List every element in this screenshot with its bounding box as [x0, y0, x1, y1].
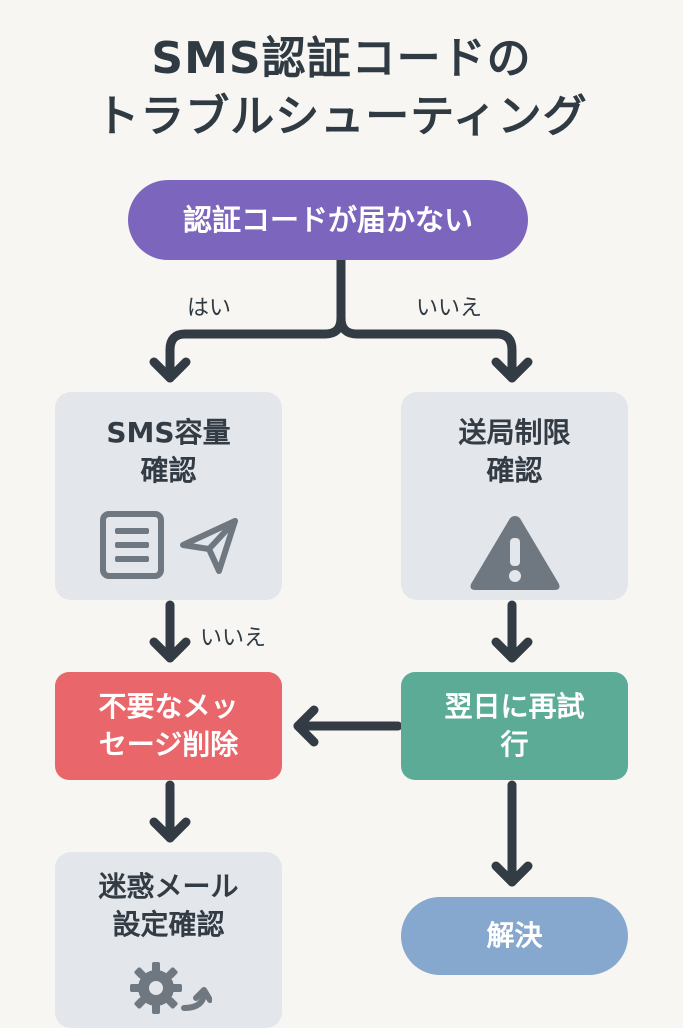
diagram-title: SMS認証コードの トラブルシューティング — [0, 30, 683, 146]
spam-settings-check-node: 迷惑メール 設定確認 — [55, 852, 282, 1028]
connector-start-right — [336, 313, 517, 383]
send-limit-label-2: 確認 — [486, 454, 543, 487]
sms-capacity-label-1: SMS容量 — [106, 416, 231, 449]
resolved-node: 解決 — [401, 897, 628, 975]
sms-capacity-check-node: SMS容量 確認 — [55, 392, 282, 600]
spam-settings-label-2: 設定確認 — [112, 908, 225, 941]
retry-next-day-label-1: 翌日に再試 — [444, 690, 585, 723]
sms-capacity-label-2: 確認 — [140, 454, 197, 487]
warning-icon — [470, 516, 559, 590]
arrowhead-retry-resolved — [491, 861, 533, 887]
gear-refresh-icon — [129, 962, 212, 1014]
retry-next-day-label-2: 行 — [500, 728, 529, 761]
title-line-1: SMS認証コードの — [151, 33, 532, 84]
delete-messages-label-1: 不要なメッ — [98, 690, 239, 723]
delete-messages-label-2: セージ削除 — [98, 728, 239, 761]
send-icon — [179, 518, 238, 574]
retry-next-day-node: 翌日に再試 行 — [401, 672, 628, 780]
start-node: 認証コードが届かない — [128, 180, 528, 260]
spam-settings-label-1: 迷惑メール — [98, 870, 239, 903]
resolved-label: 解決 — [486, 919, 543, 952]
start-node-label: 認証コードが届かない — [182, 203, 473, 237]
arrowhead-limit-retry — [491, 637, 533, 663]
edge-label-yes: はい — [187, 296, 232, 321]
send-limit-check-node: 送局制限 確認 — [401, 392, 628, 600]
delete-messages-node: 不要なメッ セージ削除 — [55, 672, 282, 780]
arrowhead-left-top — [149, 357, 191, 383]
document-icon — [99, 511, 164, 579]
arrowhead-retry-delete — [293, 705, 319, 747]
edge-label-no-left: いいえ — [200, 626, 267, 651]
title-line-2: トラブルシューティング — [95, 91, 588, 142]
edge-label-no-right: いいえ — [416, 296, 483, 321]
arrowhead-delete-spam — [149, 817, 191, 843]
send-limit-label-1: 送局制限 — [458, 416, 571, 449]
arrowhead-capacity-delete — [149, 637, 191, 663]
arrowhead-right-top — [491, 357, 533, 383]
